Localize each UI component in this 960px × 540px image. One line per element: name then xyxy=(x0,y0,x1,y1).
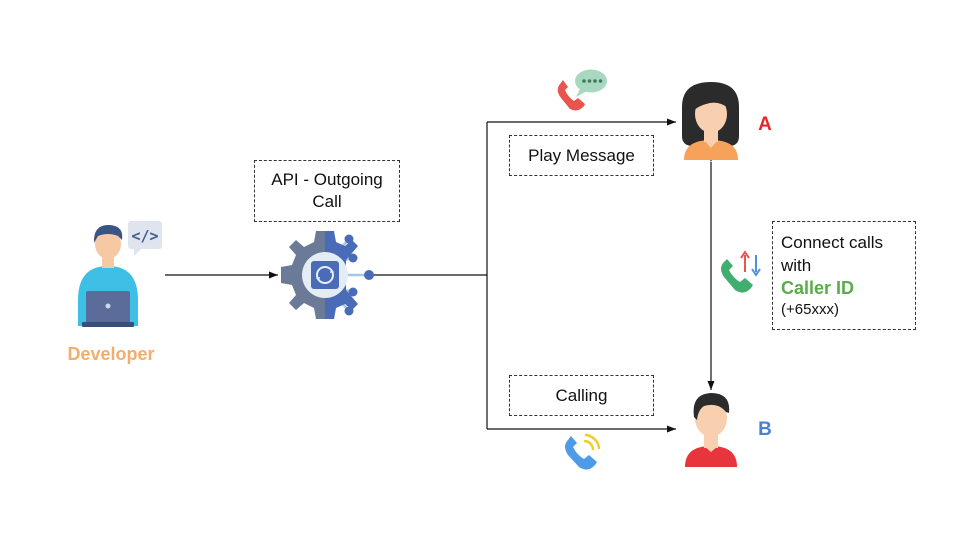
connect-line1: Connect calls xyxy=(781,233,884,252)
caller-id-text: Caller ID xyxy=(781,278,855,298)
man-avatar-icon xyxy=(685,393,737,467)
connectors xyxy=(165,118,715,433)
calling-box: Calling xyxy=(509,375,654,416)
play-message-label: Play Message xyxy=(528,145,635,165)
person-b-label: B xyxy=(758,419,772,440)
woman-avatar-icon xyxy=(682,82,739,160)
phone-message-icon xyxy=(557,69,607,111)
api-gear-circuit-icon xyxy=(281,231,374,319)
calling-label: Calling xyxy=(555,385,608,405)
connect-calls-box: Connect calls with Caller ID (+65xxx) xyxy=(772,221,916,330)
api-outgoing-call-box: API - Outgoing Call xyxy=(254,160,400,222)
caller-id-number: (+65xxx) xyxy=(781,301,839,318)
phone-ringing-icon xyxy=(565,433,601,470)
connect-line2: with xyxy=(781,256,812,275)
developer-with-laptop-icon: </> xyxy=(78,221,162,327)
developer-label: Developer xyxy=(67,344,154,364)
person-a-label: A xyxy=(758,114,772,135)
api-box-line2: Call xyxy=(312,192,342,211)
svg-text:</>: </> xyxy=(131,227,158,245)
api-box-line1: API - Outgoing xyxy=(271,170,383,189)
phone-transfer-icon xyxy=(721,250,761,293)
play-message-box: Play Message xyxy=(509,135,654,176)
